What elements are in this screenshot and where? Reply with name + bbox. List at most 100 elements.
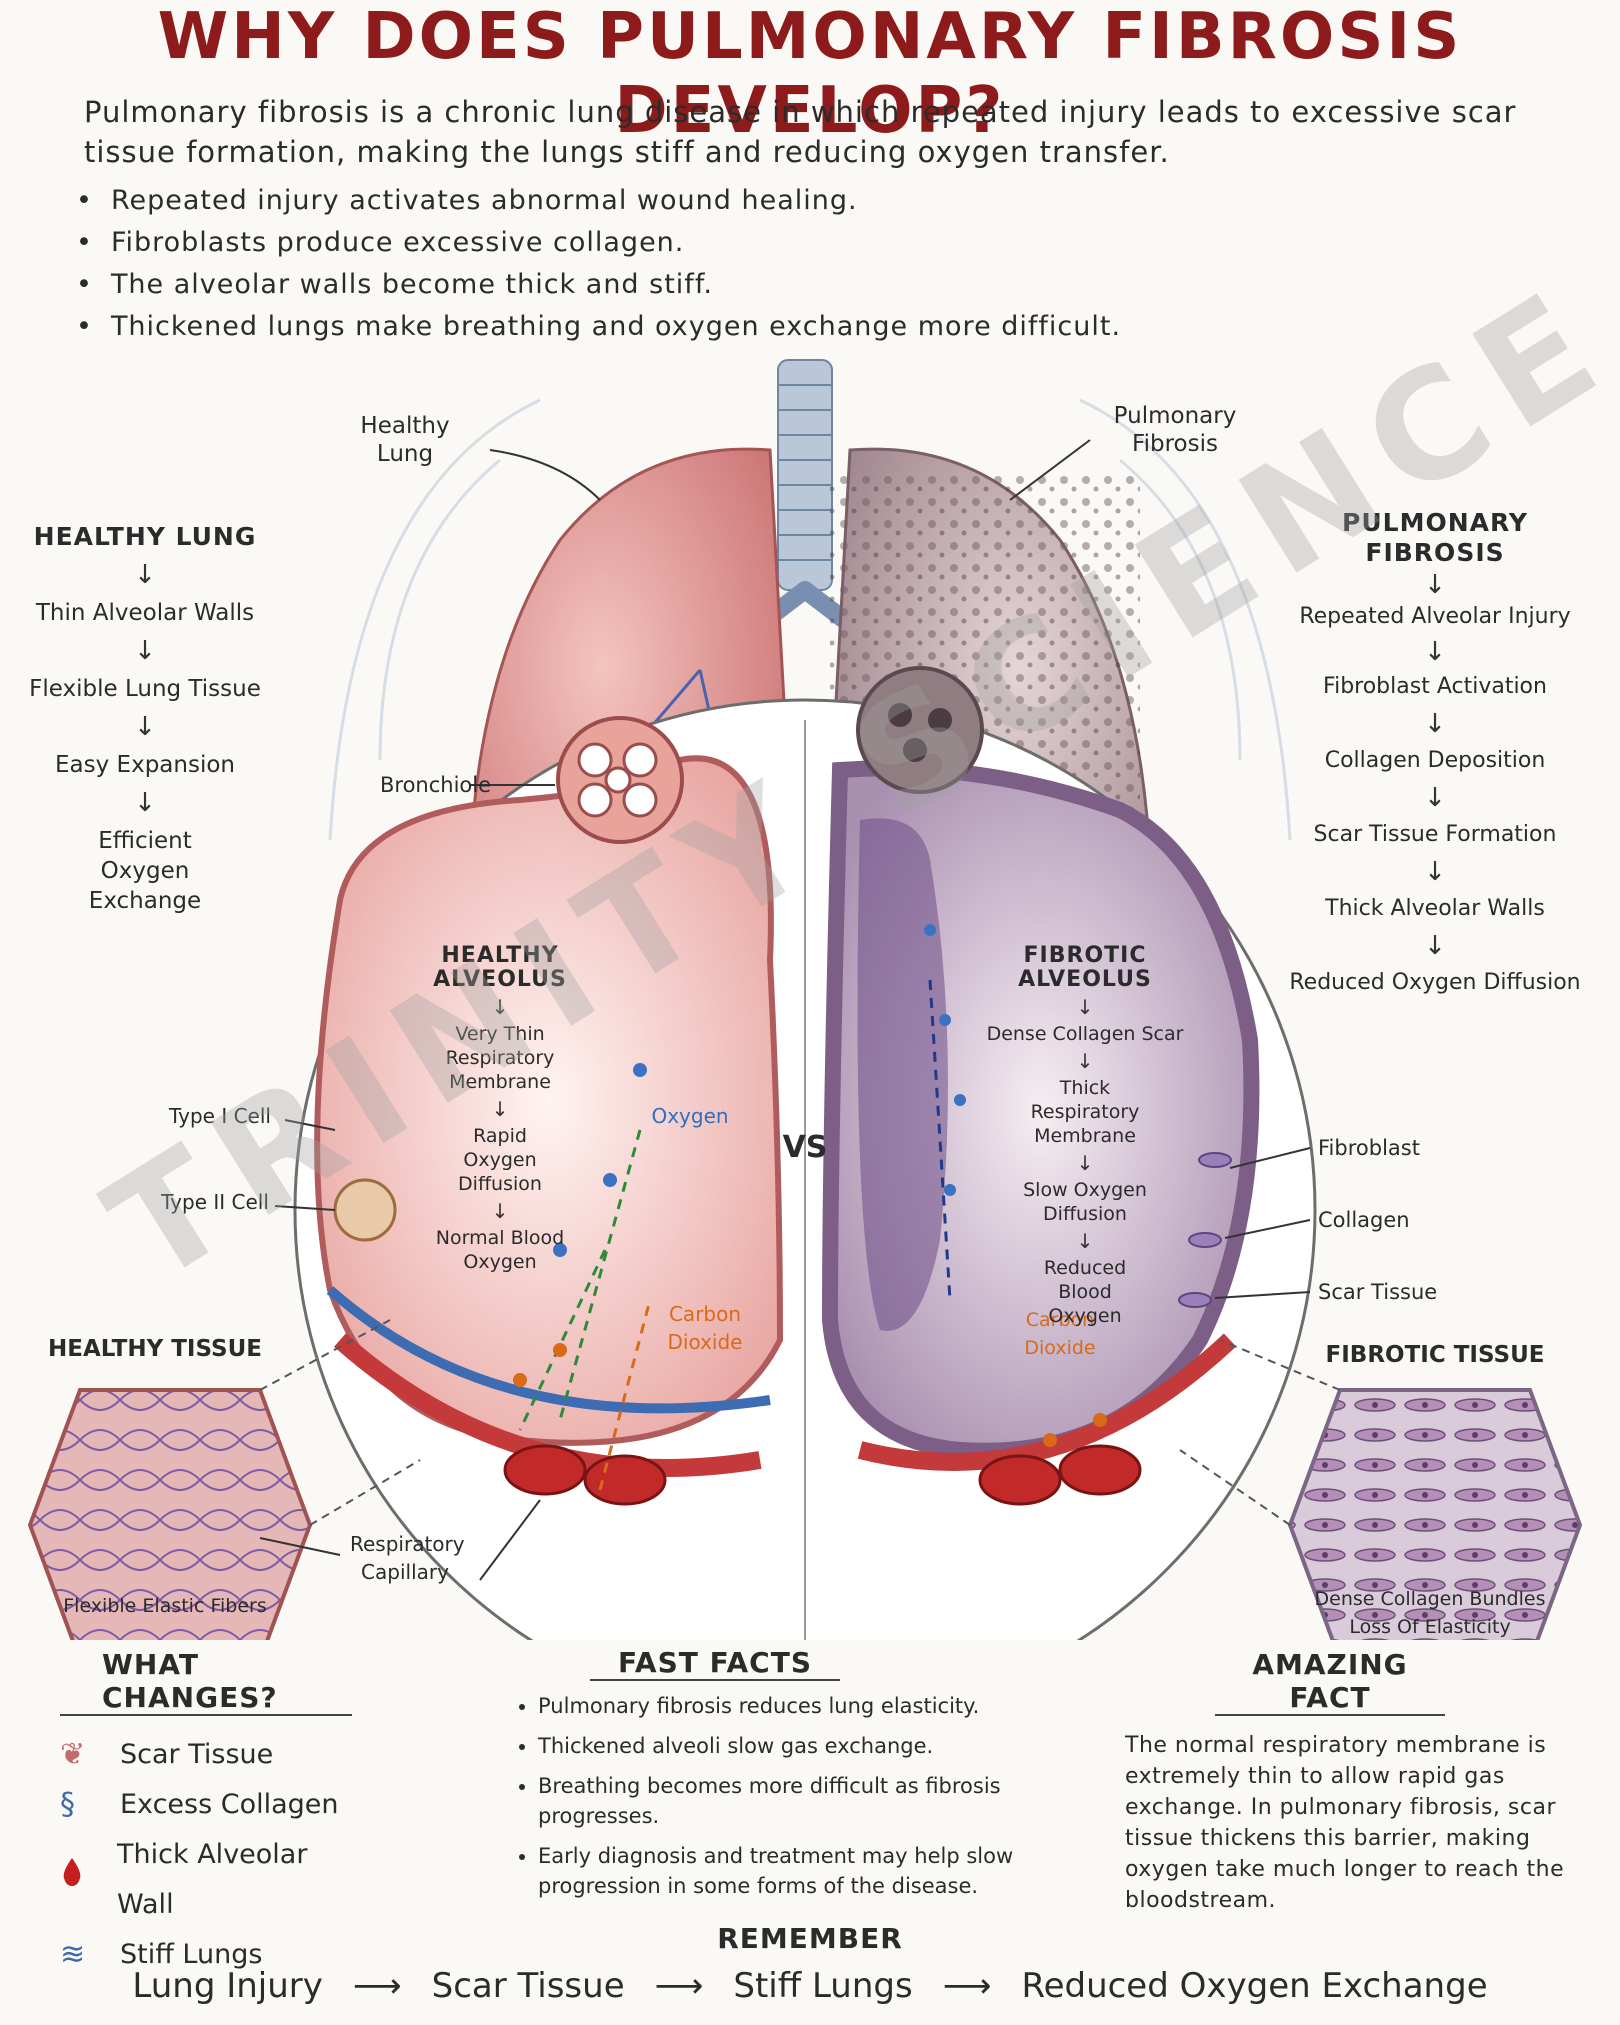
healthy-flow-step: Easy Expansion — [55, 752, 235, 778]
what-changes-heading: WHAT CHANGES? — [60, 1648, 352, 1716]
down-arrow-icon: ↓ — [1424, 637, 1446, 667]
respiratory-capillary-label: Respiratory Capillary — [350, 1532, 465, 1584]
oxygen-dots — [553, 924, 966, 1257]
healthy-alveolus-step: Rapid Oxygen Diffusion — [458, 1125, 542, 1195]
key-points-list: Repeated injury activates abnormal wound… — [76, 180, 1376, 348]
intro-text: Pulmonary fibrosis is a chronic lung dis… — [84, 95, 1517, 169]
key-point: Repeated injury activates abnormal wound… — [76, 180, 1376, 222]
fibrosis-flow-step: Repeated Alveolar Injury — [1299, 604, 1571, 629]
fast-facts-list: Pulmonary fibrosis reduces lung elastici… — [510, 1691, 1070, 1901]
key-point: Fibroblasts produce excessive collagen. — [76, 222, 1376, 264]
fibrotic-alveolus-step: Reduced Blood Oxygen — [1043, 1257, 1127, 1327]
fibrotic-tissue-hexagon — [1179, 1339, 1583, 1640]
lung-illustration — [27, 359, 1583, 1640]
down-arrow-icon: ↓ — [1076, 995, 1094, 1019]
dna-icon: § — [60, 1787, 75, 1822]
remember-step: Stiff Lungs — [733, 1966, 913, 2006]
what-changes-label: Scar Tissue — [120, 1739, 274, 1770]
fast-fact: Early diagnosis and treatment may help s… — [538, 1841, 1070, 1901]
remember-heading: REMEMBER — [717, 1922, 903, 1955]
healthy-flow-step: Thin Alveolar Walls — [35, 600, 255, 626]
key-point: Thickened lungs make breathing and oxyge… — [76, 306, 1376, 348]
what-changes-label: Stiff Lungs — [120, 1939, 263, 1970]
fibrotic-bronchiole — [856, 666, 984, 794]
remember-step: Lung Injury — [132, 1966, 323, 2006]
healthy-alveolus-flow: HEALTHY ALVEOLUS ↓ Very Thin Respiratory… — [380, 944, 620, 1274]
what-changes-item: Thick Alveolar Wall — [60, 1830, 360, 1930]
fibrosis-flow: PULMONARY FIBROSIS ↓ Repeated Alveolar I… — [1285, 508, 1585, 998]
ribcage-outline — [328, 398, 1292, 841]
fibrotic-alveolus-step: Slow Oxygen Diffusion — [1023, 1179, 1147, 1225]
down-arrow-icon: ↓ — [491, 1199, 509, 1223]
fibrosis-flow-step: Collagen Deposition — [1324, 748, 1546, 773]
healthy-alveolus-heading: HEALTHY ALVEOLUS — [433, 943, 567, 992]
healthy-lung-pointer — [489, 449, 601, 501]
fast-fact: Breathing becomes more difficult as fibr… — [538, 1771, 1070, 1831]
down-arrow-icon: ↓ — [491, 1097, 509, 1121]
cell-pointers — [274, 1119, 1311, 1581]
blood-drop-icon — [60, 1855, 117, 1905]
healthy-tissue-heading: HEALTHY TISSUE — [48, 1336, 262, 1362]
co2-label-fibrotic: Carbon Dioxide — [1024, 1309, 1096, 1359]
right-arrow-icon: ⟶ — [654, 1966, 704, 2006]
remember-flow: Lung Injury ⟶ Scar Tissue ⟶ Stiff Lungs … — [0, 1966, 1620, 2006]
down-arrow-icon: ↓ — [1424, 857, 1446, 887]
fibrosis-flow-step: Scar Tissue Formation — [1313, 822, 1557, 847]
amazing-fact-heading: AMAZING FACT — [1215, 1648, 1445, 1716]
fibrotic-alveolus-flow: FIBROTIC ALVEOLUS ↓ Dense Collagen Scar … — [955, 944, 1215, 1328]
key-point: The alveolar walls become thick and stif… — [76, 264, 1376, 306]
capillary-fibrotic — [857, 1333, 1237, 1506]
fibroblast-label: Fibroblast — [1318, 1136, 1420, 1160]
healthy-alveolus-step: Normal Blood Oxygen — [435, 1227, 565, 1273]
healthy-tissue-caption: Flexible Elastic Fibers — [63, 1595, 267, 1617]
amazing-fact-section: AMAZING FACT The normal respiratory memb… — [1125, 1648, 1565, 1916]
type-ii-cell-label: Type II Cell — [161, 1190, 269, 1214]
down-arrow-icon: ↓ — [491, 995, 509, 1019]
fibrosis-lung-pointer — [1009, 439, 1091, 501]
remember-step: Scar Tissue — [431, 1966, 625, 2006]
wind-icon: ≋ — [60, 1937, 86, 1972]
fibroblast-cells — [1178, 1152, 1232, 1308]
what-changes-section: WHAT CHANGES? ❦ Scar Tissue § Excess Col… — [60, 1648, 360, 1980]
what-changes-label: Excess Collagen — [120, 1789, 339, 1820]
amazing-fact-text: The normal respiratory membrane is extre… — [1125, 1733, 1565, 1913]
bronchiole — [556, 716, 684, 844]
collagen-label: Collagen — [1318, 1208, 1410, 1232]
fibrosis-flow-heading: PULMONARY FIBROSIS — [1342, 508, 1528, 567]
bronchiole-label: Bronchiole — [380, 773, 492, 797]
scar-tissue-label: Scar Tissue — [1318, 1280, 1438, 1304]
right-arrow-icon: ⟶ — [942, 1966, 992, 2006]
down-arrow-icon: ↓ — [134, 712, 156, 742]
vs-label: VS — [782, 1130, 828, 1165]
fibrotic-tissue-caption: Dense Collagen Bundles — [1314, 1588, 1546, 1610]
down-arrow-icon: ↓ — [134, 560, 156, 590]
fast-fact: Thickened alveoli slow gas exchange. — [538, 1731, 1070, 1761]
fibrotic-tissue-caption-2: Loss Of Elasticity — [1349, 1616, 1511, 1638]
fibrosis-flow-step: Thick Alveolar Walls — [1325, 896, 1545, 921]
fibrotic-alveolus-step: Dense Collagen Scar — [986, 1023, 1184, 1045]
type-i-cell-label: Type I Cell — [169, 1104, 271, 1128]
down-arrow-icon: ↓ — [134, 636, 156, 666]
co2-label-healthy: Carbon Dioxide — [667, 1302, 743, 1354]
remember-step: Reduced Oxygen Exchange — [1021, 1966, 1488, 2006]
down-arrow-icon: ↓ — [1076, 1151, 1094, 1175]
healthy-flow-heading: HEALTHY LUNG — [33, 522, 257, 551]
what-changes-item: § Excess Collagen — [60, 1780, 360, 1830]
what-changes-item: ❦ Scar Tissue — [60, 1730, 360, 1780]
fibrotic-tissue-heading: FIBROTIC TISSUE — [1325, 1342, 1545, 1368]
healthy-alveolus-step: Very Thin Respiratory Membrane — [445, 1023, 555, 1093]
down-arrow-icon: ↓ — [1076, 1049, 1094, 1073]
fast-facts-section: FAST FACTS Pulmonary fibrosis reduces lu… — [510, 1646, 1070, 1911]
what-changes-label: Thick Alveolar Wall — [117, 1839, 308, 1920]
fibrosis-flow-step: Fibroblast Activation — [1323, 674, 1547, 699]
down-arrow-icon: ↓ — [1424, 709, 1446, 739]
co2-dots — [513, 1343, 1107, 1447]
fibrotic-alveolus-step: Thick Respiratory Membrane — [1030, 1077, 1140, 1147]
page-title: WHY DOES PULMONARY FIBROSIS DEVELOP? — [157, 0, 1463, 148]
down-arrow-icon: ↓ — [134, 788, 156, 818]
right-arrow-icon: ⟶ — [352, 1966, 402, 2006]
fibrotic-alveolus-heading: FIBROTIC ALVEOLUS — [1018, 943, 1152, 992]
what-changes-item: ≋ Stiff Lungs — [60, 1930, 360, 1980]
co2-path-healthy — [598, 1299, 652, 1491]
capillary-healthy — [326, 1286, 771, 1506]
